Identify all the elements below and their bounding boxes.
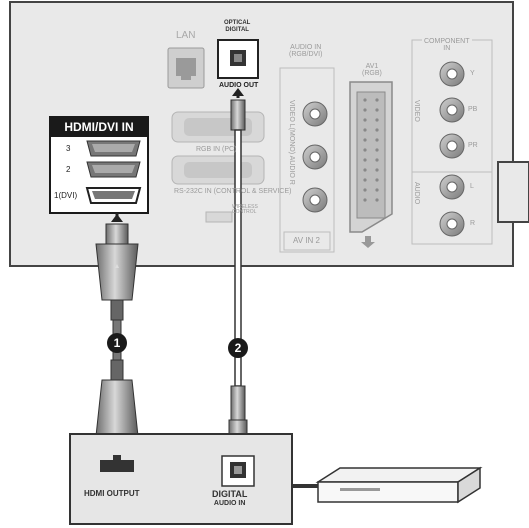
wireless-label: WIRELESS CONTROL xyxy=(232,205,258,215)
video-audio-vertical-label: VIDEO L(MONO) AUDIO R xyxy=(288,100,295,185)
audio-out-label: AUDIO OUT xyxy=(219,82,259,89)
component-label-line2: IN xyxy=(443,45,451,52)
av-in2-block xyxy=(279,67,335,253)
digital-audio-line1: DIGITAL xyxy=(212,489,248,499)
component-label-line1: COMPONENT xyxy=(424,38,470,45)
cable-1-badge: 1 xyxy=(107,333,127,353)
audio-in-label: AUDIO IN (RGB/DVI) xyxy=(289,44,322,58)
audio-in-label-line1: AUDIO IN xyxy=(290,44,322,51)
component-audio-label: AUDIO xyxy=(413,182,420,205)
set-top-box xyxy=(315,466,483,504)
component-jack-r: R xyxy=(470,220,476,227)
optical-label: OPTICAL DIGITAL xyxy=(224,20,250,33)
wireless-label-line2: CONTROL xyxy=(232,209,257,215)
lan-label: LAN xyxy=(176,30,196,41)
av1-label: AV1 (RGB) xyxy=(362,63,382,77)
component-jack-pr: PR xyxy=(468,142,478,149)
av1-label-line2: (RGB) xyxy=(362,70,382,77)
optical-label-line1: OPTICAL xyxy=(224,20,251,26)
component-block xyxy=(411,39,493,245)
device-link-line xyxy=(292,484,320,488)
hdmi-port-3-label: 3 xyxy=(66,144,71,153)
component-label: COMPONENT IN xyxy=(422,38,472,52)
optical-label-line2: DIGITAL xyxy=(225,27,249,33)
component-jack-pb: PB xyxy=(468,106,478,113)
audio-in-label-line2: (RGB/DVI) xyxy=(289,51,323,58)
rgb-in-port xyxy=(171,111,265,143)
component-jack-y: Y xyxy=(470,70,475,77)
external-device-panel xyxy=(69,433,293,525)
optical-out-port xyxy=(217,39,259,79)
hdmi-output-label: HDMI OUTPUT xyxy=(84,489,140,498)
av1-label-line1: AV1 xyxy=(365,63,379,70)
wireless-control-port xyxy=(205,211,233,223)
hdmi-port-1-label: 1(DVI) xyxy=(54,191,78,200)
digital-audio-line2: AUDIO IN xyxy=(213,499,246,507)
digital-audio-in-label: DIGITAL AUDIO IN xyxy=(212,489,248,508)
wireless-label-line1: WIRELESS xyxy=(232,204,258,210)
rs232c-label: RS-232C IN (CONTROL & SERVICE) xyxy=(174,188,292,195)
hdmi-port-2-label: 2 xyxy=(66,165,71,174)
av1-scart-port xyxy=(349,81,393,248)
component-video-label: VIDEO xyxy=(413,100,420,122)
rgb-in-label: RGB IN (PC) xyxy=(196,146,237,153)
component-jack-l: L xyxy=(470,183,474,190)
hdmi-dvi-in-title: HDMI/DVI IN xyxy=(50,117,148,137)
av-in2-label: AV IN 2 xyxy=(293,236,320,245)
hdmi-cable xyxy=(95,213,139,466)
lan-port xyxy=(167,47,205,89)
rs232c-port xyxy=(171,155,265,185)
cable-2-badge: 2 xyxy=(228,338,248,358)
